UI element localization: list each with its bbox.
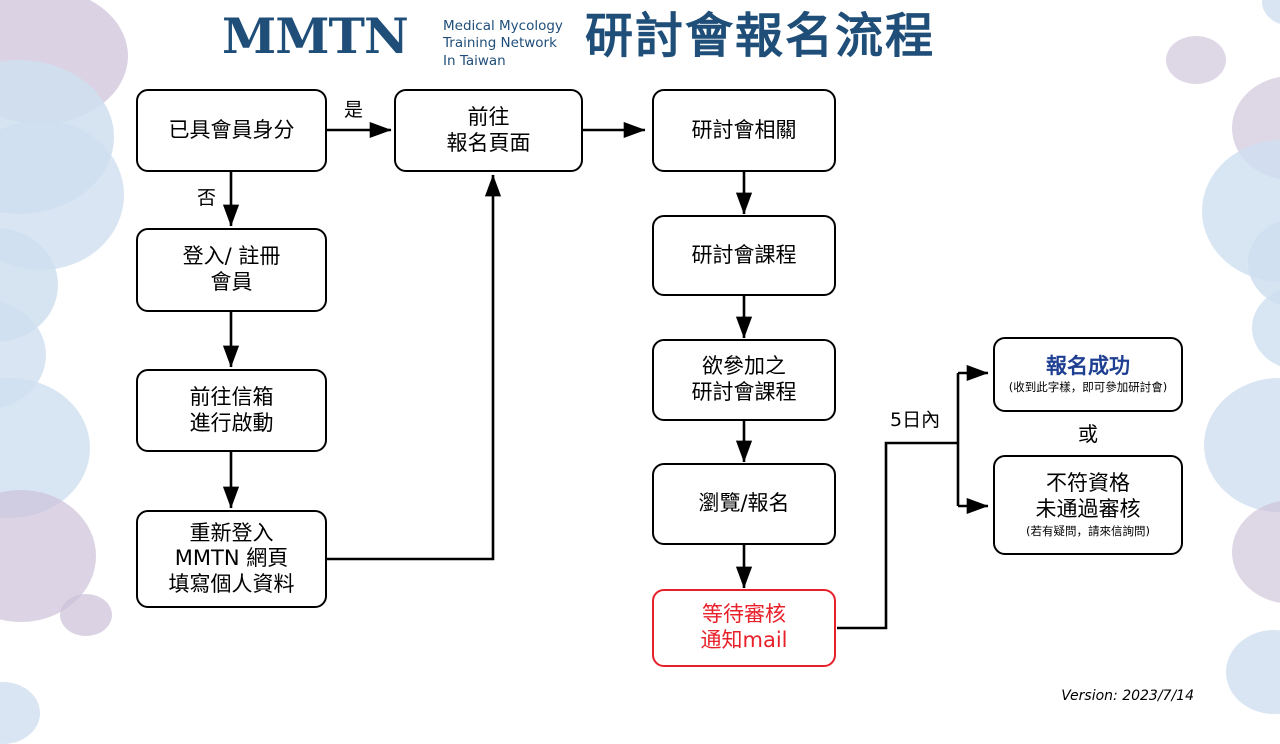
- node-relogin-line1: 重新登入: [189, 520, 274, 545]
- node-await-review[interactable]: 等待審核 通知mail: [652, 589, 836, 667]
- node-activate-mail[interactable]: 前往信箱 進行啟動: [136, 369, 327, 452]
- node-choose-course-line1: 欲參加之: [702, 354, 786, 379]
- node-goto-signup[interactable]: 前往 報名頁面: [394, 89, 583, 172]
- node-rejected-line2: 未通過審核: [1035, 497, 1141, 522]
- node-await-review-line2: 通知mail: [700, 628, 788, 652]
- node-success-label: 報名成功: [1046, 353, 1130, 378]
- node-rejected-note: (若有疑問，請來信詢問): [1026, 523, 1150, 538]
- node-choose-course[interactable]: 欲參加之 研討會課程: [652, 339, 836, 421]
- node-success[interactable]: 報名成功 (收到此字樣，即可參加研討會): [993, 337, 1183, 412]
- node-goto-signup-line1: 前往: [467, 104, 510, 129]
- node-goto-signup-line2: 報名頁面: [446, 130, 531, 155]
- version-stamp: Version: 2023/7/14: [1061, 688, 1194, 704]
- edge-label-or: 或: [1078, 422, 1098, 446]
- node-relogin-line2: MMTN 網頁: [174, 546, 289, 571]
- node-member-check[interactable]: 已具會員身分: [136, 89, 327, 172]
- node-success-note: (收到此字樣，即可參加研討會): [1008, 380, 1168, 395]
- flow-connectors: [222, 121, 989, 630]
- node-login-register[interactable]: 登入/ 註冊 會員: [136, 228, 327, 312]
- node-seminar-info-label: 研討會相關: [691, 117, 797, 142]
- node-login-register-line1: 登入/ 註冊: [182, 244, 281, 269]
- node-seminar-course[interactable]: 研討會課程: [652, 215, 836, 296]
- node-login-register-line2: 會員: [210, 270, 253, 294]
- node-relogin[interactable]: 重新登入 MMTN 網頁 填寫個人資料: [136, 510, 327, 608]
- logo-wordmark: MMTN: [222, 7, 409, 65]
- node-rejected-line1: 不符資格: [1046, 471, 1130, 496]
- edge-label-yes: 是: [344, 99, 364, 121]
- node-browse-signup[interactable]: 瀏覽/報名: [652, 463, 836, 545]
- node-await-review-line1: 等待審核: [702, 602, 786, 627]
- node-member-check-label: 已具會員身分: [168, 117, 295, 142]
- node-activate-mail-line2: 進行啟動: [189, 410, 274, 435]
- node-activate-mail-line1: 前往信箱: [189, 384, 274, 409]
- node-seminar-course-label: 研討會課程: [691, 242, 797, 267]
- page-title: 研討會報名流程: [585, 8, 936, 64]
- edge-label-no: 否: [197, 187, 217, 209]
- node-browse-signup-label: 瀏覽/報名: [698, 491, 790, 516]
- node-seminar-info[interactable]: 研討會相關: [652, 89, 836, 172]
- node-choose-course-line2: 研討會課程: [691, 380, 797, 404]
- edge-label-within-five-days: 5日內: [890, 409, 941, 431]
- node-relogin-line3: 填寫個人資料: [168, 571, 295, 596]
- node-rejected[interactable]: 不符資格 未通過審核 (若有疑問，請來信詢問): [993, 455, 1183, 555]
